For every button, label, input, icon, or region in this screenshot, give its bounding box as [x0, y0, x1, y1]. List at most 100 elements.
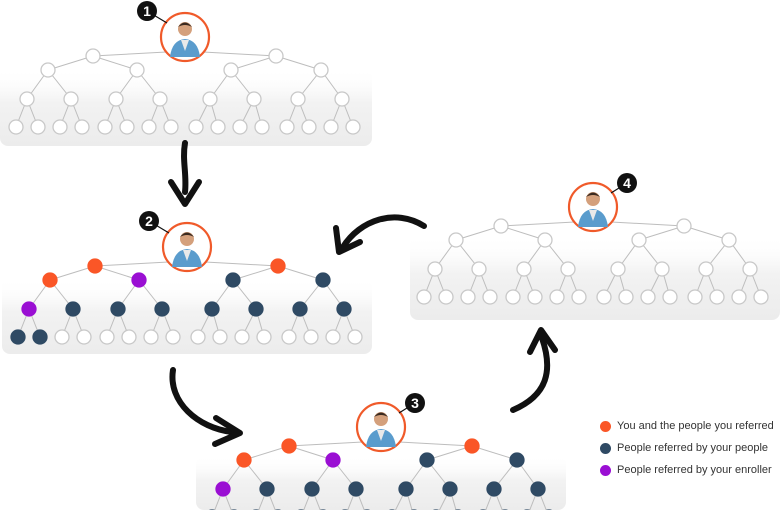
- tree-node: [21, 301, 37, 317]
- arrow-step1-to-step2: [168, 140, 202, 207]
- legend-item-your-people: People referred by your people: [600, 437, 774, 459]
- tree-node: [464, 438, 480, 454]
- tree-node: [742, 261, 758, 277]
- tree-node: [325, 329, 341, 345]
- arrow-step2-to-step3: [169, 367, 243, 447]
- tree-node: [268, 48, 284, 64]
- legend-item-you-referred: You and the people you referred: [600, 415, 774, 437]
- tree-node: [270, 258, 286, 274]
- tree-node: [709, 289, 725, 305]
- tree-node: [152, 91, 168, 107]
- tree-node: [204, 301, 220, 317]
- tree-node: [215, 481, 231, 497]
- tree-node: [304, 481, 320, 497]
- tree-node: [448, 232, 464, 248]
- legend-dot-navy: [600, 442, 611, 454]
- arrow-step4-to-step2: [333, 214, 427, 255]
- tree-node: [163, 119, 179, 135]
- tree-node: [74, 119, 90, 135]
- tree-node: [65, 301, 81, 317]
- tree-node: [210, 119, 226, 135]
- tree-node: [8, 119, 24, 135]
- step-1-badge: 1: [137, 1, 168, 24]
- tree-node: [315, 272, 331, 288]
- tree-node: [212, 329, 228, 345]
- tree-node: [190, 329, 206, 345]
- tree-node: [232, 119, 248, 135]
- avatar: [161, 221, 213, 273]
- step-number: 2: [145, 213, 153, 229]
- tree-panel-step-3: [196, 456, 566, 510]
- tree-node: [527, 289, 543, 305]
- tree-node: [334, 91, 350, 107]
- referral-tree-step-2: [10, 258, 363, 345]
- tree-node: [165, 329, 181, 345]
- tree-node: [596, 289, 612, 305]
- tree-node: [10, 329, 26, 345]
- tree-node: [325, 452, 341, 468]
- tree-node: [486, 481, 502, 497]
- tree-node: [442, 481, 458, 497]
- tree-node: [753, 289, 769, 305]
- legend-dot-orange: [600, 420, 611, 432]
- tree-node: [505, 289, 521, 305]
- tree-node: [438, 289, 454, 305]
- step-3-badge: 3: [398, 393, 425, 414]
- tree-node: [248, 301, 264, 317]
- tree-node: [336, 301, 352, 317]
- tree-node: [188, 119, 204, 135]
- tree-node: [530, 481, 546, 497]
- tree-node: [301, 119, 317, 135]
- tree-node: [631, 232, 647, 248]
- tree-node: [347, 329, 363, 345]
- tree-node: [640, 289, 656, 305]
- tree-node: [32, 329, 48, 345]
- tree-node: [471, 261, 487, 277]
- tree-node: [560, 261, 576, 277]
- tree-node: [154, 301, 170, 317]
- referral-tree-step-1: [8, 48, 361, 135]
- legend-dot-purple: [600, 464, 611, 476]
- avatar: [355, 401, 407, 453]
- tree-node: [662, 289, 678, 305]
- legend-item-enroller: People referred by your enroller: [600, 459, 774, 481]
- tree-node: [254, 119, 270, 135]
- tree-node: [143, 329, 159, 345]
- tree-node: [121, 329, 137, 345]
- tree-node: [225, 272, 241, 288]
- tree-panel-step-4: [410, 236, 780, 320]
- tree-node: [721, 232, 737, 248]
- tree-node: [345, 119, 361, 135]
- tree-node: [348, 481, 364, 497]
- tree-node: [323, 119, 339, 135]
- tree-node: [40, 62, 56, 78]
- tree-node: [516, 261, 532, 277]
- tree-node: [313, 62, 329, 78]
- tree-node: [54, 329, 70, 345]
- tree-node: [223, 62, 239, 78]
- tree-node: [119, 119, 135, 135]
- tree-node: [292, 301, 308, 317]
- arrow-step3-to-step4: [510, 327, 558, 413]
- tree-node: [63, 91, 79, 107]
- tree-node: [549, 289, 565, 305]
- tree-node: [108, 91, 124, 107]
- tree-node: [654, 261, 670, 277]
- tree-node: [460, 289, 476, 305]
- step-number: 4: [623, 175, 631, 191]
- avatar: [159, 11, 211, 63]
- tree-node: [85, 48, 101, 64]
- tree-node: [290, 91, 306, 107]
- tree-node: [202, 91, 218, 107]
- legend-label: You and the people you referred: [617, 420, 774, 432]
- tree-node: [234, 329, 250, 345]
- tree-node: [698, 261, 714, 277]
- tree-node: [236, 452, 252, 468]
- tree-node: [131, 272, 147, 288]
- tree-node: [279, 119, 295, 135]
- legend-label: People referred by your people: [617, 442, 769, 454]
- step-4-badge: 4: [610, 173, 637, 194]
- step-number: 1: [143, 3, 151, 19]
- tree-node: [19, 91, 35, 107]
